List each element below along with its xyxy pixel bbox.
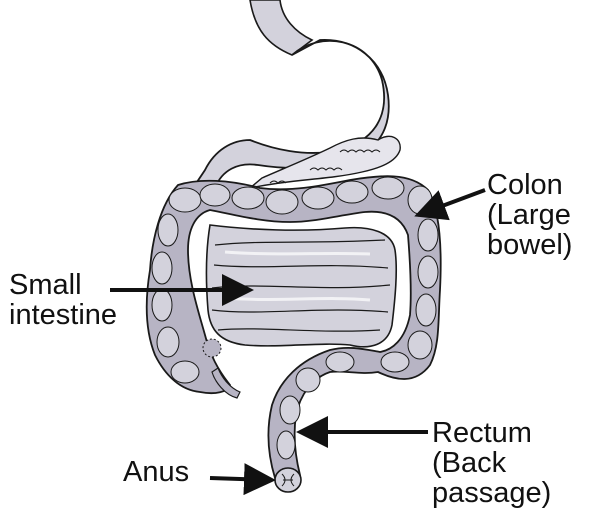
small-intestine-label-line-2: intestine [9,299,118,331]
small-intestine [205,224,398,348]
colon-label: Colon (Large bowel) [487,170,572,260]
anus-label: Anus [123,457,189,487]
rectum-label-line-3: passage) [432,477,552,509]
rectum-label-line-2: (Back [432,447,507,479]
rectum-label-line-1: Rectum [432,417,532,449]
colon-label-line-2: (Large [487,199,571,231]
colon-arrow [414,188,486,221]
colon-haustra [151,176,439,460]
small-intestine-label-line-1: Small [9,269,82,301]
appendix [211,367,241,399]
colon-label-line-3: bowel) [487,229,573,261]
anus-arrow [209,463,276,496]
small-intestine-label: Small intestine [9,270,117,330]
anus-label-text: Anus [123,456,190,488]
colon-label-line-1: Colon [487,169,563,201]
ileocecal-valve [202,338,222,358]
rectum-label: Rectum (Back passage) [432,418,551,508]
pancreas [249,135,401,189]
